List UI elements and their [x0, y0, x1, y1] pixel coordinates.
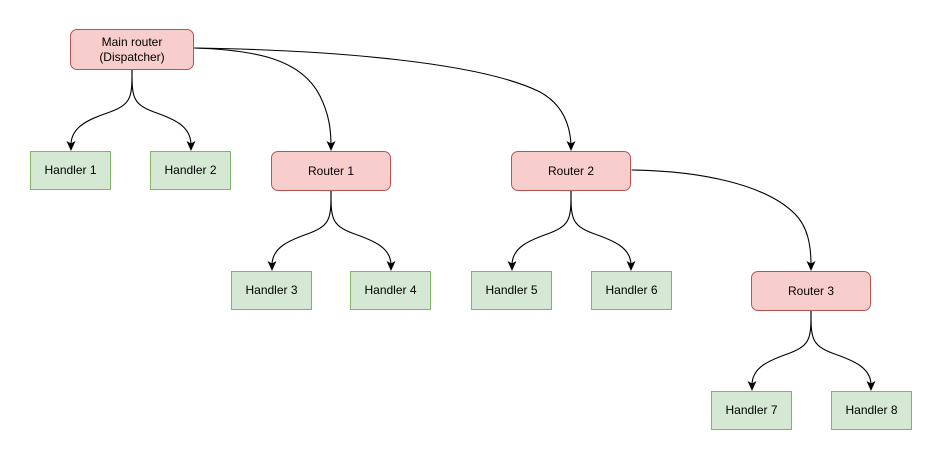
node-handler-1[interactable]: Handler 1: [30, 151, 111, 190]
node-router-3[interactable]: Router 3: [751, 271, 871, 311]
arrowhead-icon: [507, 261, 517, 271]
arrowhead-icon: [326, 141, 336, 151]
node-router-1[interactable]: Router 1: [271, 151, 391, 191]
node-handler-2[interactable]: Handler 2: [150, 151, 231, 190]
node-handler-7[interactable]: Handler 7: [711, 391, 792, 430]
node-router-2[interactable]: Router 2: [511, 151, 631, 191]
arrowhead-icon: [747, 381, 757, 391]
node-handler-3[interactable]: Handler 3: [231, 271, 312, 310]
arrowhead-icon: [806, 261, 816, 271]
arrowhead-icon: [866, 381, 876, 391]
edge-router-2-to-handler-5: [507, 190, 572, 271]
arrowhead-icon: [386, 261, 396, 271]
arrowhead-icon: [566, 141, 576, 151]
edge-main-router-to-router-1: [193, 47, 336, 151]
arrowhead-icon: [66, 141, 76, 151]
node-handler-6[interactable]: Handler 6: [591, 271, 672, 310]
edge-main-router-to-router-2: [193, 47, 576, 151]
node-handler-8[interactable]: Handler 8: [831, 391, 912, 430]
edge-router-2-to-router-3: [631, 169, 816, 271]
edge-main-router-to-handler-2: [131, 69, 196, 151]
edge-router-1-to-handler-3: [267, 190, 332, 271]
edge-router-3-to-handler-8: [810, 310, 876, 391]
node-main-router[interactable]: Main router (Dispatcher): [70, 29, 194, 70]
node-handler-4[interactable]: Handler 4: [350, 271, 431, 310]
node-handler-5[interactable]: Handler 5: [471, 271, 552, 310]
arrowhead-icon: [186, 141, 196, 151]
edge-main-router-to-handler-1: [66, 69, 133, 151]
arrowhead-icon: [626, 261, 636, 271]
edge-router-1-to-handler-4: [330, 190, 396, 271]
arrowhead-icon: [267, 261, 277, 271]
edge-router-2-to-handler-6: [570, 190, 636, 271]
edge-router-3-to-handler-7: [747, 310, 812, 391]
